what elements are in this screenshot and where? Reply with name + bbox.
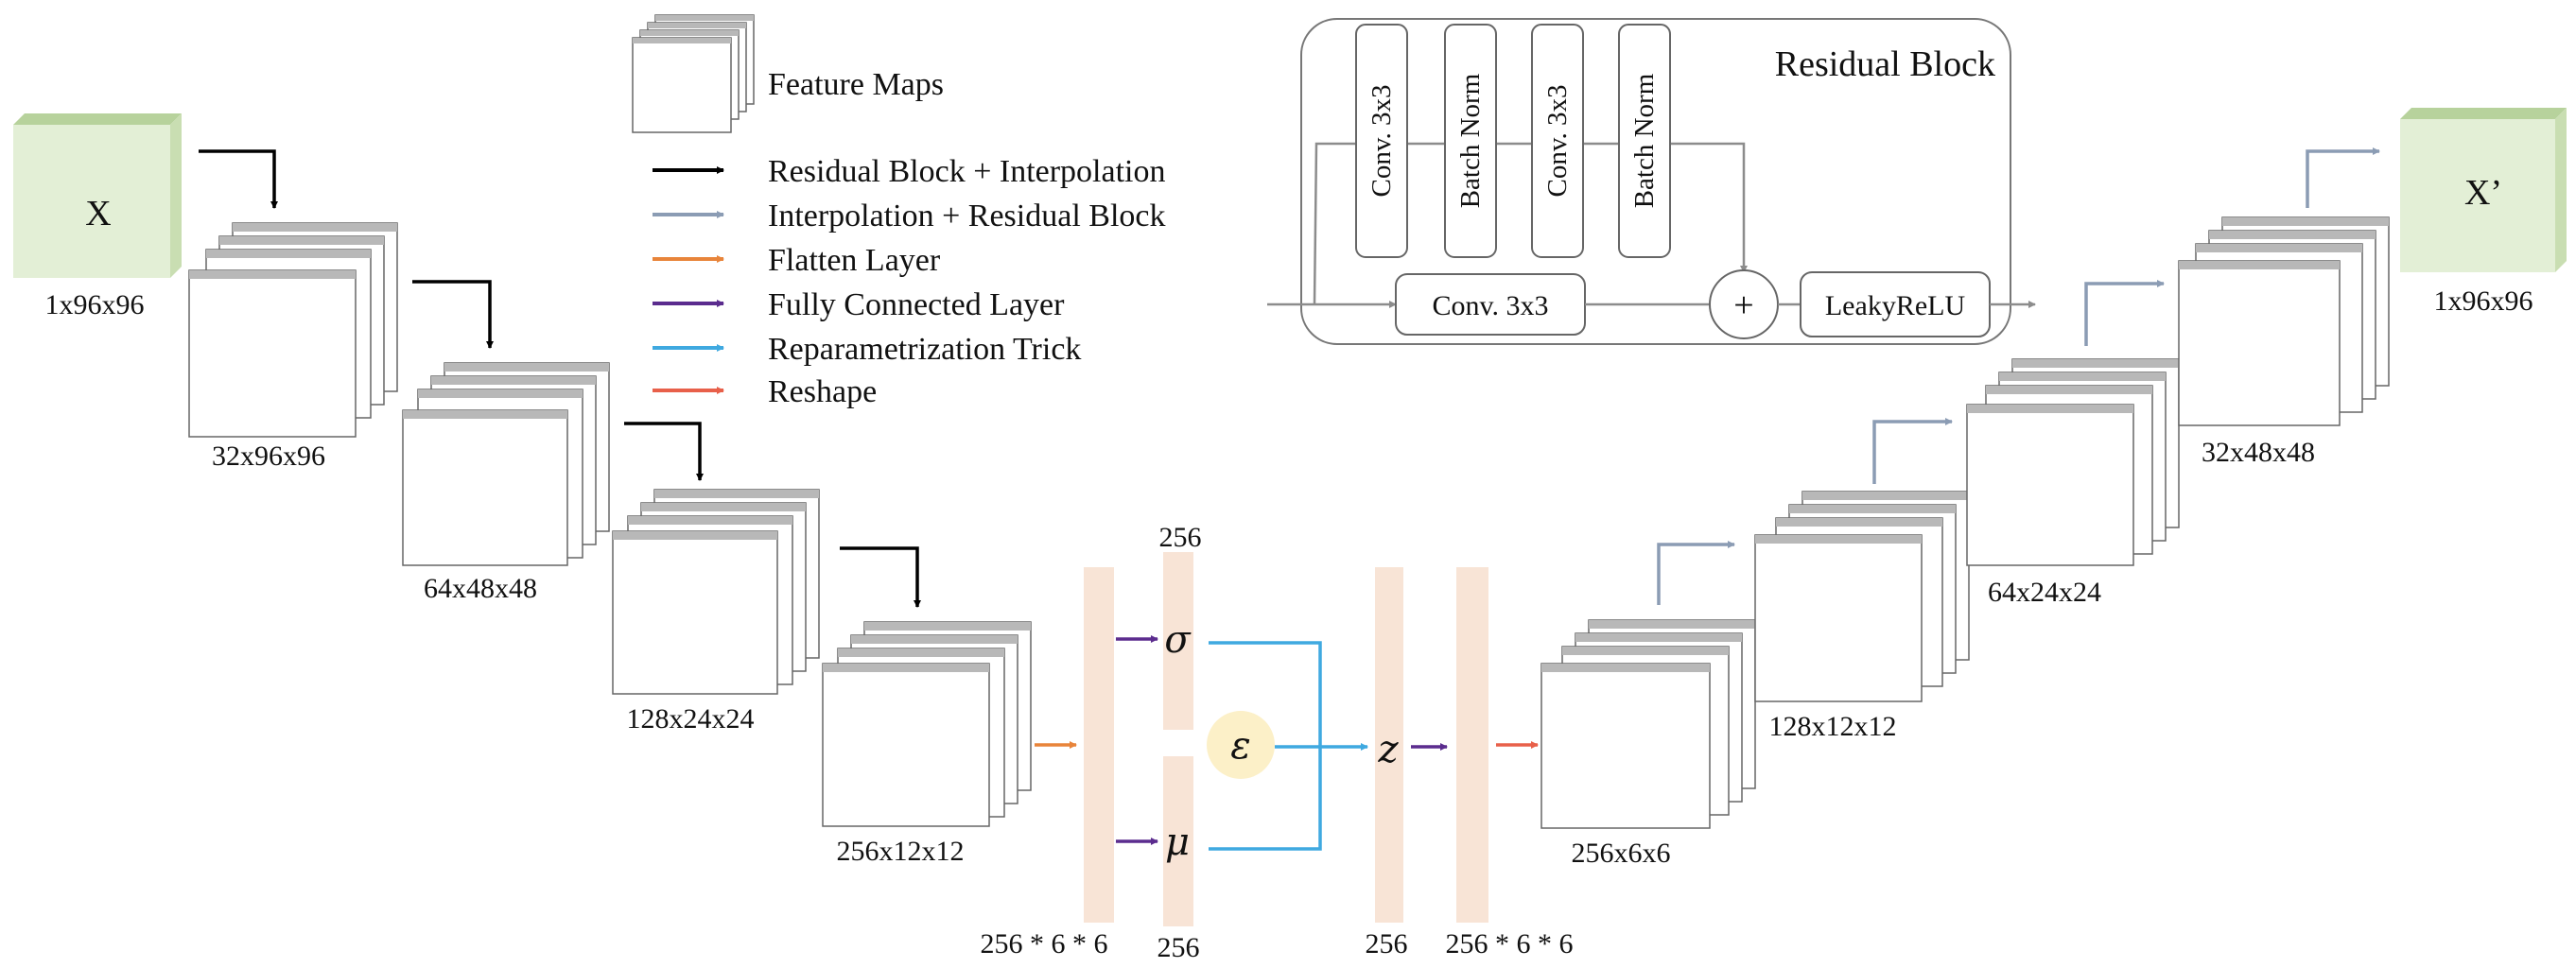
z-dim: 256	[1366, 928, 1408, 959]
reparam-line-mu	[1209, 747, 1322, 851]
z-symbol: z	[1377, 728, 1399, 771]
epsilon-symbol: ε	[1230, 724, 1250, 768]
decoder-arrow-1	[1657, 541, 1735, 605]
decoder-arrow-4	[2306, 147, 2380, 208]
sigma-symbol: σ	[1164, 618, 1192, 662]
res-bn-label-2: Batch Norm	[1629, 73, 1660, 208]
reparam-line-sigma	[1209, 641, 1368, 751]
legend-label-flatten: Flatten Layer	[768, 243, 941, 278]
reshape-vector	[1456, 567, 1488, 923]
legend-label-residual-interp: Residual Block + Interpolation	[768, 154, 1165, 189]
encoder-arrow-1	[199, 149, 278, 209]
res-conv-box-2	[1531, 24, 1584, 258]
res-bn-box-1	[1444, 24, 1497, 258]
decoder-dim-4: 32x48x48	[2202, 437, 2315, 468]
legend-label-reparam: Reparametrization Trick	[768, 332, 1081, 367]
output-cube	[2400, 108, 2567, 272]
input-cube	[13, 113, 182, 278]
legend-label-interp-residual: Interpolation + Residual Block	[768, 199, 1165, 233]
output-dim: 1x96x96	[2434, 285, 2533, 317]
top-branch-to-add	[1670, 142, 1748, 273]
encoder-stack-4	[822, 621, 1032, 827]
mu-vector	[1163, 756, 1193, 926]
feature-maps-legend-icon	[632, 14, 755, 133]
encoder-arrow-4	[840, 546, 921, 608]
legend: Feature Maps Residual Block + Interpolat…	[632, 14, 1165, 409]
res-conv-label-2: Conv. 3x3	[1542, 85, 1573, 198]
decoder-dim-2: 128x12x12	[1769, 711, 1897, 742]
sigma-vector	[1163, 552, 1193, 730]
encoder-dim-3: 128x24x24	[627, 703, 755, 735]
output-label: X’	[2464, 173, 2502, 213]
input-label: X	[85, 194, 111, 233]
encoder-dim-2: 64x48x48	[424, 573, 537, 604]
residual-block-inset: Residual Block Conv. 3x3 Batch Norm Conv…	[1267, 18, 2036, 345]
decoder-arrow-3	[2084, 280, 2165, 346]
legend-label-fully-connected: Fully Connected Layer	[768, 287, 1065, 322]
mu-symbol: μ	[1165, 821, 1190, 864]
mu-dim: 256	[1157, 932, 1200, 963]
epsilon-circle	[1207, 711, 1275, 779]
encoder-stack-2	[402, 362, 610, 566]
legend-feature-maps-label: Feature Maps	[768, 67, 944, 102]
decoder-dim-3: 64x24x24	[1988, 577, 2101, 608]
encoder-dim-1: 32x96x96	[212, 441, 325, 472]
res-activation-label: LeakyReLU	[1825, 290, 1966, 321]
decoder-stack-4	[2178, 216, 2390, 426]
flatten-dim: 256 * 6 * 6	[981, 928, 1108, 959]
legend-label-reshape: Reshape	[768, 374, 877, 409]
decoder-dim-1: 256x6x6	[1572, 838, 1671, 869]
encoder-arrow-2	[412, 280, 494, 349]
res-skip-conv-label: Conv. 3x3	[1432, 290, 1548, 321]
encoder-stack-1	[188, 222, 398, 438]
decoder-stack-2	[1754, 491, 1970, 702]
encoder-arrow-3	[624, 422, 704, 481]
reshape-dim: 256 * 6 * 6	[1446, 928, 1574, 959]
input-dim: 1x96x96	[45, 289, 145, 320]
top-branch-entry-line	[1313, 142, 1356, 305]
residual-block-title: Residual Block	[1775, 44, 1995, 84]
decoder-arrow-2	[1872, 418, 1953, 484]
encoder-dim-4: 256x12x12	[837, 836, 965, 867]
res-bn-box-2	[1618, 24, 1671, 258]
res-conv-label-1: Conv. 3x3	[1366, 85, 1397, 198]
encoder-stack-3	[612, 489, 820, 695]
z-vector	[1375, 567, 1403, 923]
sigma-dim: 256	[1159, 522, 1202, 553]
res-bn-label-1: Batch Norm	[1455, 73, 1486, 208]
decoder-stack-3	[1966, 358, 2180, 566]
res-add-symbol: +	[1733, 285, 1753, 325]
flatten-vector	[1084, 567, 1114, 923]
res-conv-box-1	[1355, 24, 1408, 258]
decoder-stack-1	[1540, 619, 1756, 829]
